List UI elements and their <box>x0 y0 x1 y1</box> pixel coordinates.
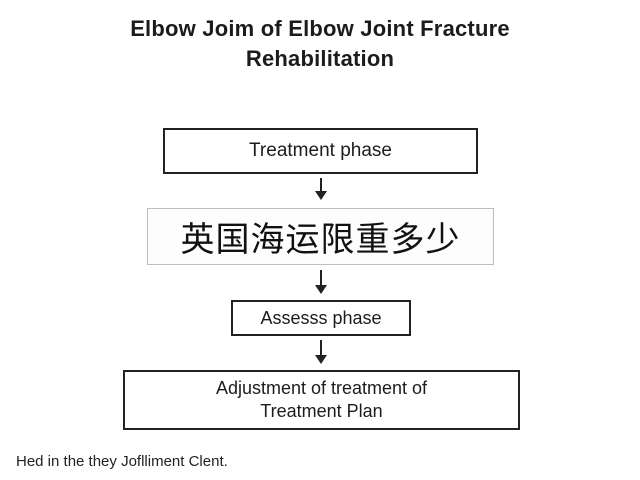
title-line-2: Rehabilitation <box>245 46 395 71</box>
treatment-phase-label: Treatment phase <box>249 140 392 161</box>
arrow-down-icon <box>315 340 327 364</box>
adjustment-box: Adjustment of treatment of Treatment Pla… <box>123 370 520 430</box>
arrow-down-icon <box>315 270 327 294</box>
diagram-title: Elbow Joim of Elbow Joint Fracture Rehab… <box>40 14 600 74</box>
adjustment-label-line-2: Treatment Plan <box>260 401 383 421</box>
overlay-text-box: 英国海运限重多少 <box>147 208 494 265</box>
treatment-phase-box: Treatment phase <box>163 128 478 174</box>
adjustment-label-line-1: Adjustment of treatment of <box>215 378 428 398</box>
footer-caption: Hed in the they Joflliment Clent. <box>16 453 228 470</box>
assess-phase-box: Assesss phase <box>231 300 411 336</box>
assess-phase-label: Assesss phase <box>260 307 382 328</box>
title-line-1: Elbow Joim of Elbow Joint Fracture <box>130 16 510 41</box>
arrow-down-icon <box>315 178 327 200</box>
overlay-text-label: 英国海运限重多少 <box>180 220 461 260</box>
